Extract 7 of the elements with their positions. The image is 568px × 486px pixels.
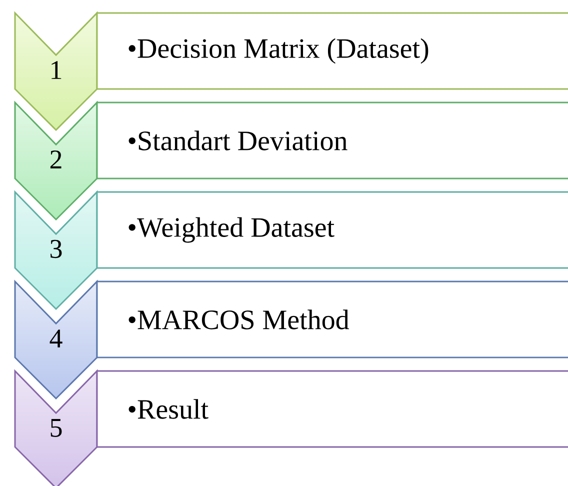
step-box: •Weighted Dataset — [96, 191, 568, 269]
step-number-block: 1 — [14, 11, 98, 132]
step-box: •Result — [96, 370, 568, 448]
step-box: •Standart Deviation — [96, 102, 568, 180]
step-box: •MARCOS Method — [96, 280, 568, 358]
step-box: •Decision Matrix (Dataset) — [96, 12, 568, 90]
step-number-block: 5 — [14, 369, 98, 486]
